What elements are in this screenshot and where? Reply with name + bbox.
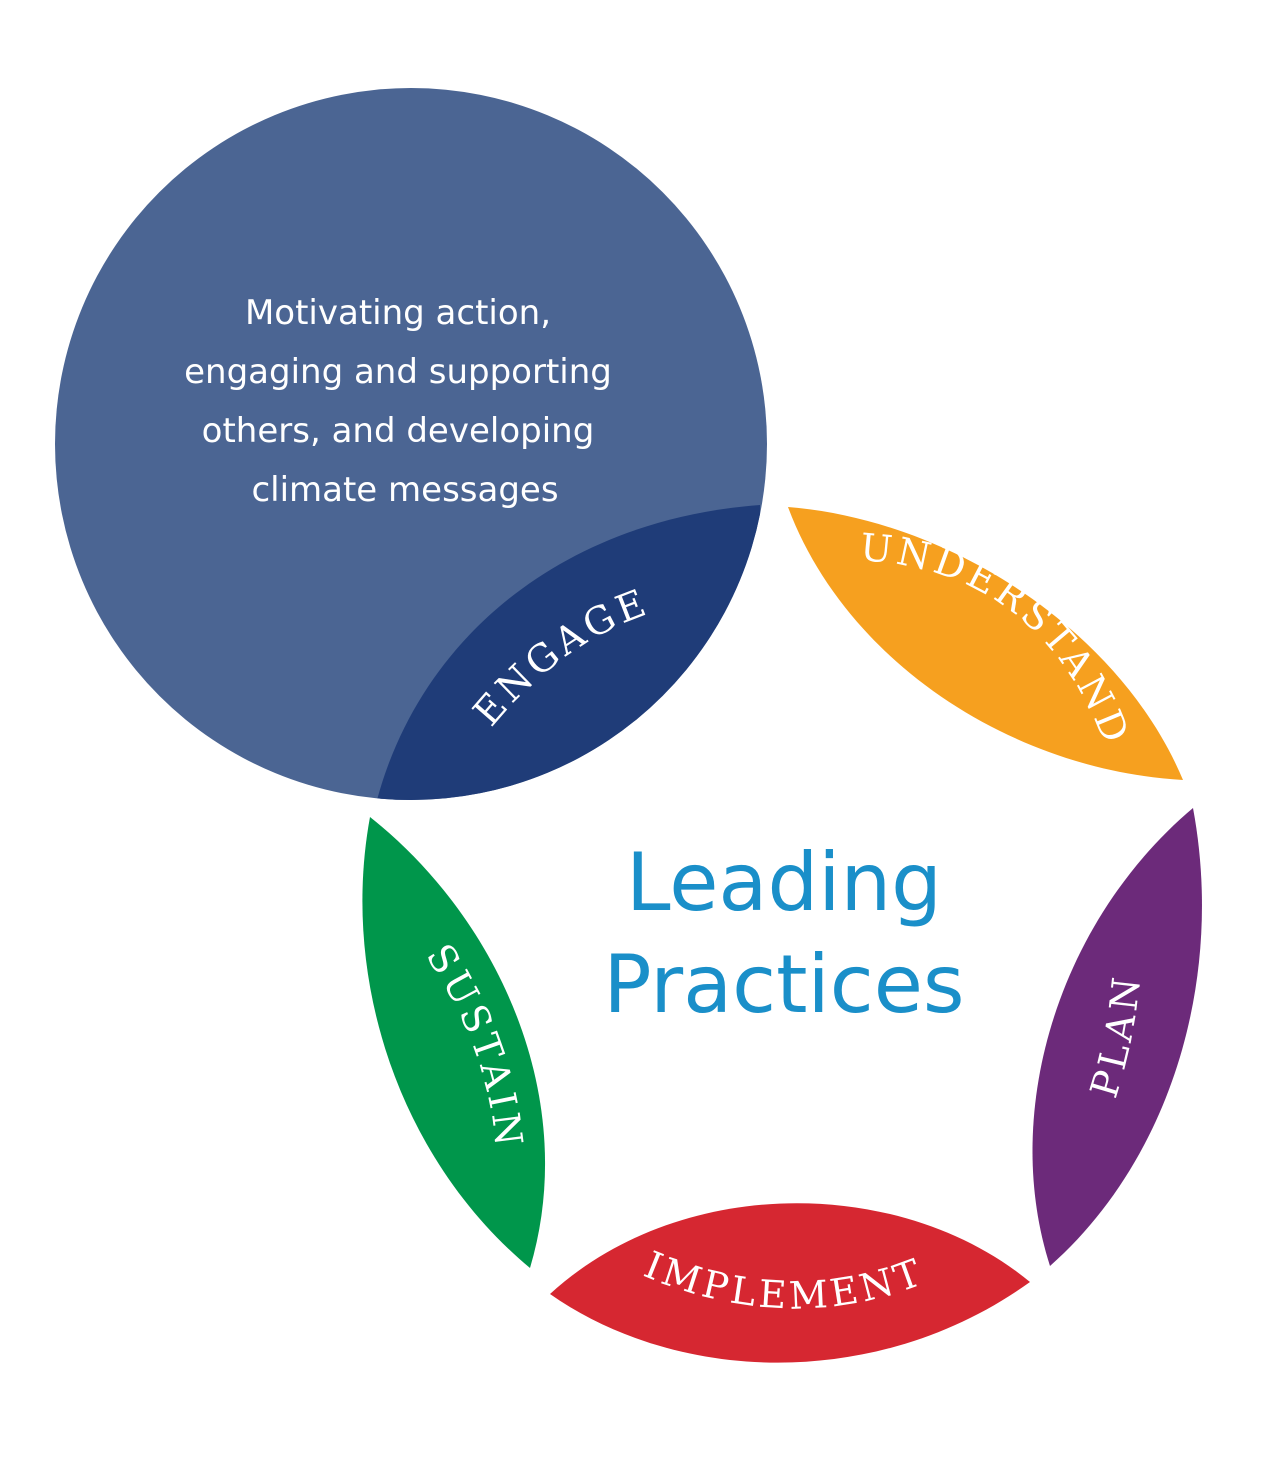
description-line-3: others, and developing	[202, 411, 595, 451]
focus-description: Motivating action, engaging and supporti…	[184, 293, 612, 510]
petal-implement[interactable]	[550, 1203, 1030, 1363]
description-line-4: climate messages	[251, 470, 558, 510]
petal-understand[interactable]	[788, 507, 1183, 780]
title-line-2: Practices	[603, 938, 964, 1031]
title-line-1: Leading	[626, 836, 942, 929]
description-line-1: Motivating action,	[245, 293, 551, 333]
petal-sustain[interactable]	[362, 817, 546, 1268]
center-title: Leading Practices	[603, 836, 964, 1031]
petal-plan[interactable]	[1032, 808, 1202, 1266]
description-line-2: engaging and supporting	[184, 352, 612, 392]
